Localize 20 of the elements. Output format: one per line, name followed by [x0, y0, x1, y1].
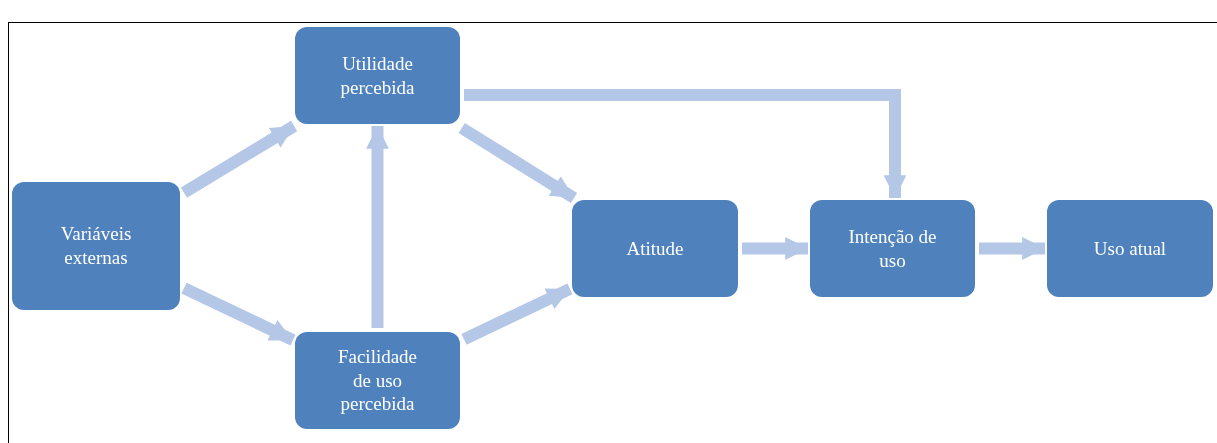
block-arrow — [366, 126, 389, 328]
process-box — [810, 200, 975, 297]
process-box — [295, 27, 460, 124]
box-label: Uso atual — [1093, 236, 1167, 261]
process-box — [572, 200, 738, 297]
block-arrow — [180, 120, 298, 198]
block-arrow — [461, 283, 573, 345]
block-arrow — [458, 122, 578, 204]
process-box — [1047, 200, 1213, 297]
block-arrow — [181, 282, 296, 346]
block-arrow — [464, 89, 907, 198]
box-label: Facilidade de uso percebida — [336, 344, 419, 417]
box-label: Intenção de uso — [847, 224, 938, 273]
block-arrow — [979, 237, 1045, 260]
block-arrow — [742, 237, 808, 260]
process-box — [295, 332, 460, 429]
box-label: Utilidade percebida — [339, 51, 416, 100]
box-label: Variáveis externas — [59, 222, 133, 270]
box-label: Atitude — [626, 236, 684, 261]
process-box — [12, 182, 180, 310]
